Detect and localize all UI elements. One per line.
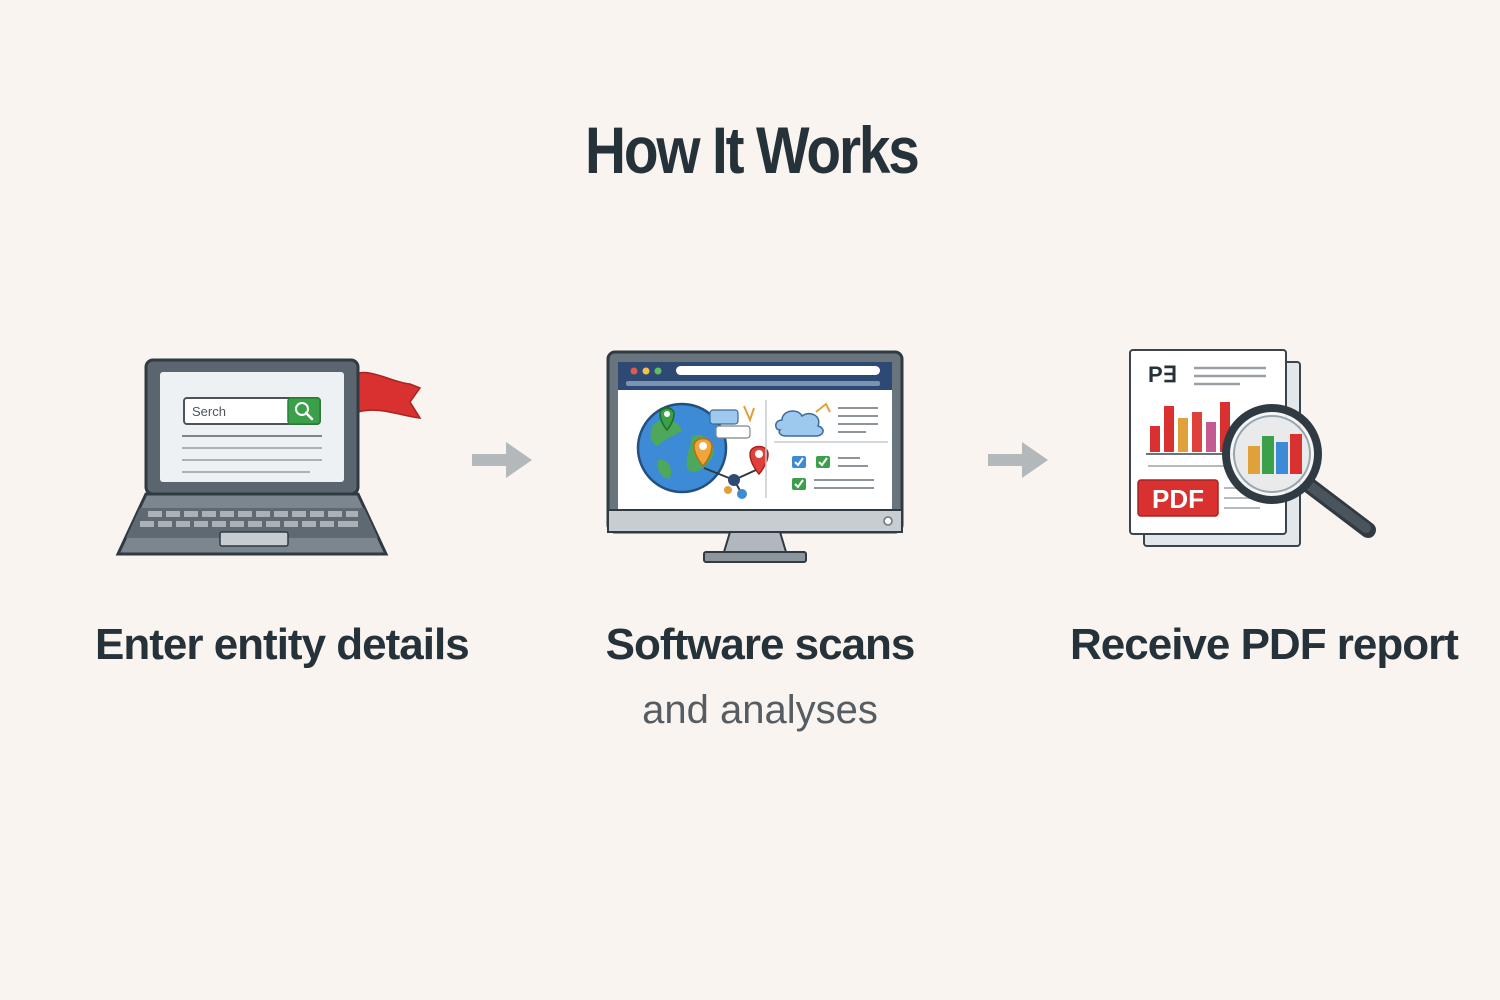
step-2-label: Software scans: [605, 620, 916, 669]
pdf-badge-text: PDF: [1152, 484, 1204, 514]
step-3-label: Receive PDF report: [1070, 620, 1459, 669]
laptop-search-icon: Serch: [115, 358, 422, 556]
search-placeholder-text: Serch: [192, 404, 226, 419]
doc-header-text: P∃: [1148, 362, 1177, 387]
arrow-right-icon: [988, 442, 1048, 478]
pdf-report-magnifier-icon: P∃ PDF: [1129, 349, 1376, 547]
monitor-analysis-icon: [606, 350, 904, 563]
page-title: How It Works: [585, 113, 920, 187]
step-2-sublabel: and analyses: [642, 688, 878, 732]
step-1-label: Enter entity details: [95, 620, 470, 669]
arrow-right-icon: [472, 442, 532, 478]
